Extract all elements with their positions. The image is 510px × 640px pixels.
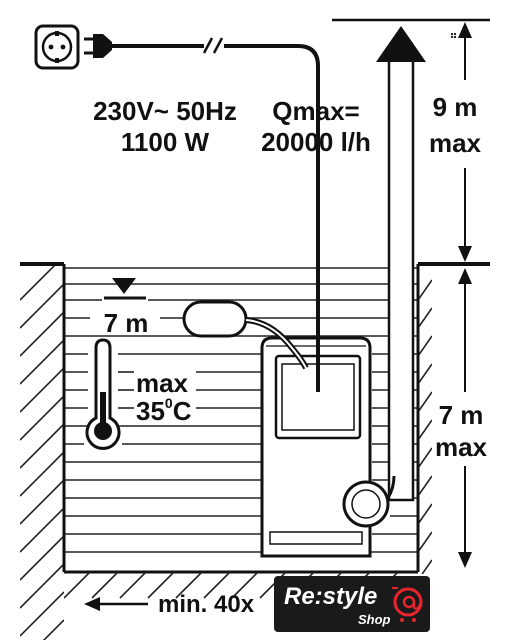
head-dimension-dots: [450, 32, 457, 39]
cart-at-icon: [392, 587, 423, 622]
flow-value: 20000 l/h: [261, 127, 371, 157]
floor-clearance-label: min. 40x: [158, 591, 255, 618]
power-cable: [112, 44, 320, 390]
logo-sub: Shop: [358, 612, 391, 627]
pump-body: [260, 336, 396, 558]
head-value: 9 m: [433, 92, 478, 122]
power-socket-icon: [34, 24, 80, 70]
depth-max: max: [435, 432, 488, 462]
right-wall: [416, 262, 490, 574]
float-switch: [182, 300, 309, 370]
discharge-pipe: [376, 26, 426, 502]
thermometer-icon: [85, 338, 121, 450]
depth-dimension: [458, 268, 472, 568]
depth-value: 7 m: [439, 400, 484, 430]
temperature-value: 350C: [136, 395, 192, 426]
restyle-shop-logo: Re:style Shop: [274, 576, 430, 632]
head-max: max: [429, 128, 482, 158]
power-plug-icon: [84, 34, 112, 58]
cable-break-mark: [202, 37, 224, 54]
logo-brand: Re:style: [284, 583, 377, 610]
left-wall: [20, 262, 66, 640]
flow-label: Qmax=: [272, 96, 359, 126]
voltage-label: 230V~ 50Hz: [93, 96, 237, 126]
floor-clearance-arrow: [84, 597, 148, 611]
temperature-max: max: [136, 368, 189, 398]
water-level-value: 7 m: [104, 308, 149, 338]
water-level-triangle-icon: [104, 278, 146, 300]
head-dimension: [332, 18, 490, 262]
wattage-label: 1100 W: [121, 127, 210, 157]
